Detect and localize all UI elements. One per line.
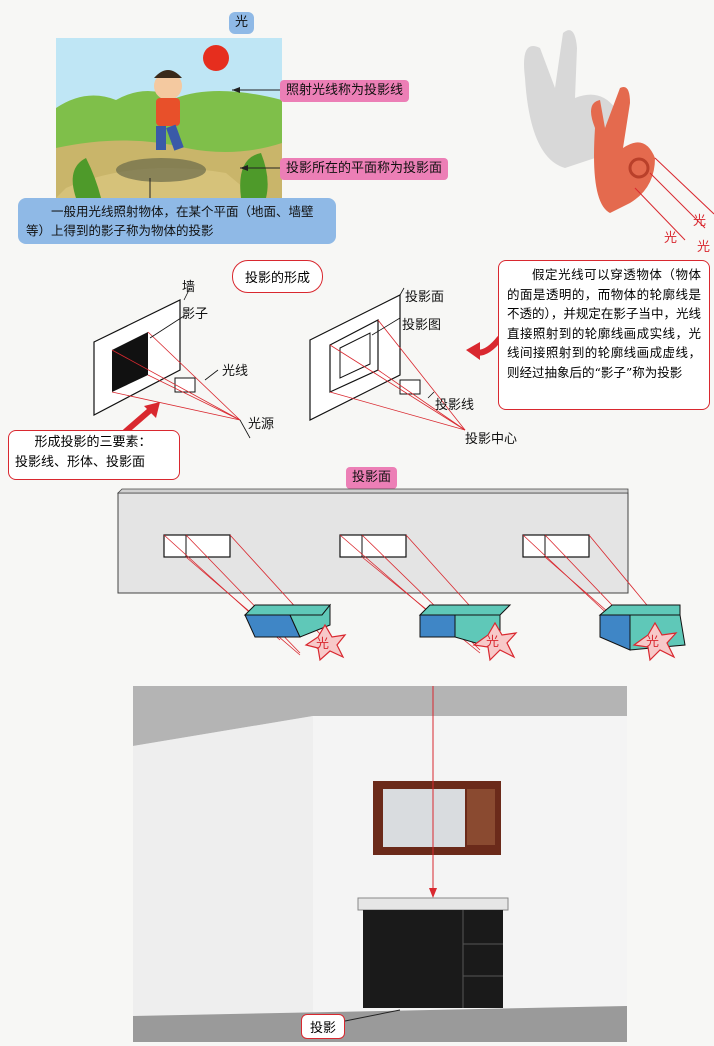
label-plane: 投影面	[405, 290, 445, 305]
middle-section: 投影的形成 墙 影子 光线 光源 形成投影的三要素： 投影线、形体、投影面	[0, 250, 714, 485]
label-wall: 墙	[182, 280, 196, 295]
label-source: 光源	[248, 417, 275, 432]
light-tag: 光	[229, 12, 255, 34]
projection-photo-label: 投影	[310, 1021, 337, 1036]
three-elements-list: 投影线、形体、投影面	[15, 455, 146, 470]
hand-light-label-3: 光	[697, 240, 711, 255]
lower-plane-tag: 投影面	[346, 467, 398, 489]
star-label-1: 光	[316, 637, 330, 652]
label-projection-center: 投影中心	[465, 432, 518, 447]
hand-light-label-1: 光	[693, 214, 707, 229]
projection-plane-tag: 投影所在的平面称为投影面	[280, 158, 449, 180]
star-label-2: 光	[486, 635, 500, 650]
red-arrow-left	[123, 402, 160, 435]
hand-shadow-illustration	[524, 30, 714, 241]
photo-section: 投影	[133, 686, 627, 1042]
bathroom-render	[133, 686, 627, 1042]
photo-pointer	[345, 1009, 401, 1022]
label-drawing: 投影图	[402, 318, 442, 333]
three-elements-box: 形成投影的三要素： 投影线、形体、投影面	[8, 430, 180, 480]
projection-definition-box: 一般用光线照射物体，在某个平面（地面、墙壁等）上得到的影子称为物体的投影	[18, 198, 336, 244]
cartoon-boy-scene	[56, 38, 282, 198]
projection-photo-tag: 投影	[301, 1014, 346, 1039]
top-pointer-lines	[149, 87, 280, 200]
assumption-text: 假定光线可以穿透物体（物体的面是透明的，而物体的轮廓线是不透的），并规定在影子当…	[507, 267, 701, 380]
assumption-box: 假定光线可以穿透物体（物体的面是透明的，而物体的轮廓线是不透的），并规定在影子当…	[498, 260, 710, 410]
star-label-3: 光	[646, 635, 660, 650]
label-ray: 光线	[222, 364, 249, 379]
lower-section: 投影面	[0, 467, 714, 680]
red-arrow-right	[466, 336, 503, 360]
three-blocks-diagram	[117, 488, 686, 662]
projection-diagram	[309, 287, 466, 431]
label-shadow: 影子	[182, 307, 209, 322]
hand-light-label-2: 光	[664, 231, 678, 246]
projection-definition-text: 一般用光线照射物体，在某个平面（地面、墙壁等）上得到的影子称为物体的投影	[26, 204, 314, 238]
label-projection-line: 投影线	[435, 398, 475, 413]
three-elements-title: 形成投影的三要素：	[34, 435, 152, 450]
projection-line-tag: 照射光线称为投影线	[280, 80, 410, 102]
formation-bubble: 投影的形成	[232, 260, 324, 293]
shadow-diagram	[93, 287, 251, 439]
top-section: 光 照射光线称为投影线 投影所在的平面称为投影面 一般用光线照射物体，在某个平面…	[0, 0, 714, 255]
